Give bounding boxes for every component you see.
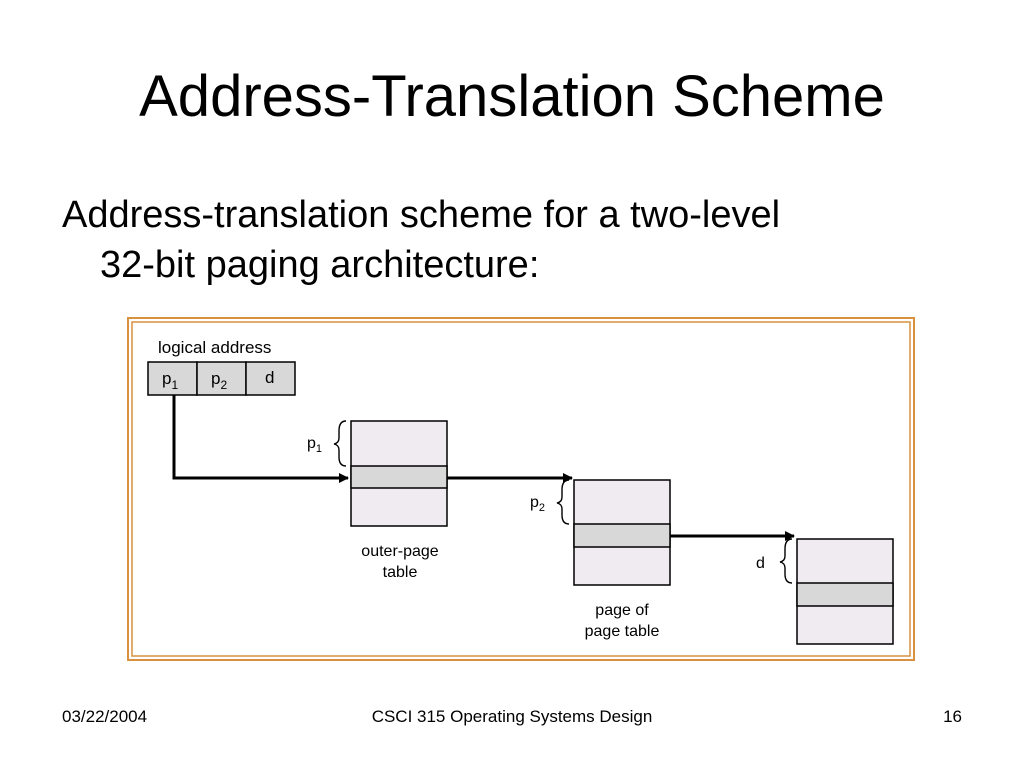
footer-date: 03/22/2004 xyxy=(62,707,148,726)
page-of-page-table-entry xyxy=(573,523,671,548)
brace-label-p1: p1 xyxy=(307,435,322,455)
page-of-page-table-label-line1: page of xyxy=(595,602,649,619)
bullet-line-1: Address-translation scheme for a two-lev… xyxy=(62,194,781,236)
slide-title: Address-Translation Scheme xyxy=(139,64,885,129)
two-level-paging-diagram: logical address p1 p2 d p1 outer-page ta… xyxy=(127,317,915,661)
field-p2-sub: 2 xyxy=(220,378,227,392)
outer-page-table-label-line2: table xyxy=(383,564,418,581)
page-of-page-table xyxy=(573,479,671,586)
footer-course: CSCI 315 Operating Systems Design xyxy=(371,707,653,726)
field-p1-label: p1 xyxy=(162,369,178,392)
logical-address-fields: p1 p2 d xyxy=(147,361,296,396)
field-d-base: d xyxy=(265,368,274,387)
outer-page-table-entry xyxy=(350,465,448,489)
field-d-box xyxy=(245,361,296,396)
page-table-final xyxy=(796,538,894,645)
outer-page-table-label-line1: outer-page xyxy=(361,543,438,560)
arrow-p1-to-outer-table xyxy=(172,395,349,483)
outer-page-table xyxy=(350,420,448,527)
brace-label-p2: p2 xyxy=(530,494,545,514)
brace-p1 xyxy=(333,420,347,467)
page-entry xyxy=(796,582,894,607)
bullet-text: Address-translation scheme for a two-lev… xyxy=(62,190,962,290)
brace-label-d: d xyxy=(756,555,765,572)
field-p1-sub: 1 xyxy=(171,378,178,392)
bullet-line-2: 32-bit paging architecture: xyxy=(100,244,540,286)
brace-p2 xyxy=(556,479,570,525)
field-p2-label: p2 xyxy=(211,369,227,392)
logical-address-label: logical address xyxy=(158,338,271,357)
field-p2-base: p xyxy=(211,369,220,388)
footer-page-number: 16 xyxy=(943,707,962,726)
field-p1-base: p xyxy=(162,369,171,388)
field-d-label: d xyxy=(265,368,274,387)
brace-d xyxy=(779,538,793,584)
page-of-page-table-label-line2: page table xyxy=(585,623,660,640)
